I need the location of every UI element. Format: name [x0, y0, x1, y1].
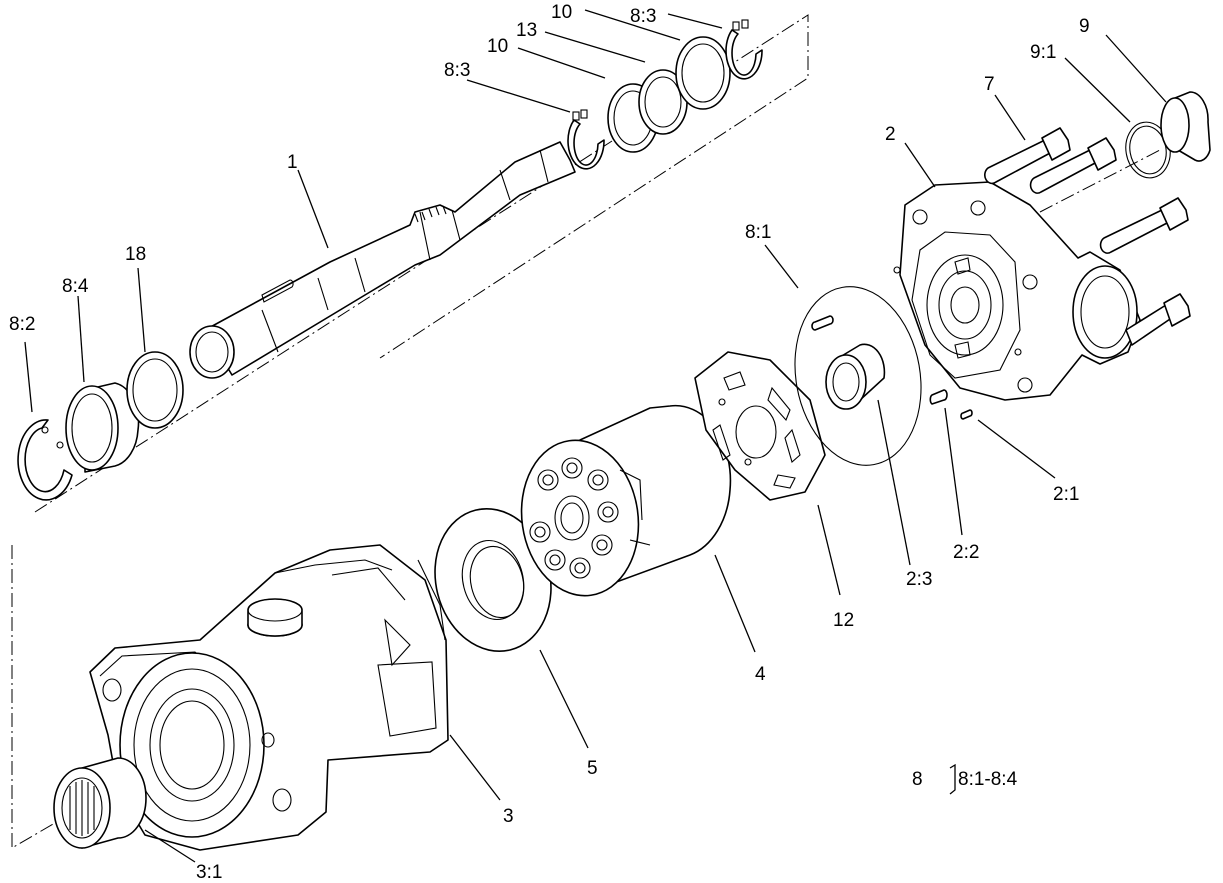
callout-8-3-outer: 8:3: [630, 6, 656, 27]
callout-8-4: 8:4: [62, 276, 89, 297]
callout-2-1: 2:1: [1053, 484, 1079, 505]
valve-plate-12: [694, 351, 826, 501]
callout-2-3: 2:3: [906, 569, 932, 590]
callout-9: 9: [1079, 16, 1090, 37]
callout-3: 3: [503, 806, 514, 827]
callout-1: 1: [287, 152, 298, 173]
motor-housing: [89, 544, 449, 851]
callout-12: 12: [833, 610, 854, 631]
callout-8-3-inner: 8:3: [444, 60, 470, 81]
o-ring-8-1: [794, 286, 922, 466]
callout-9-1: 9:1: [1030, 42, 1056, 63]
callout-18: 18: [125, 244, 146, 265]
kit-note: 8 8:1-8:4: [912, 769, 1018, 790]
callout-8-2: 8:2: [9, 314, 35, 335]
callout-2: 2: [885, 124, 896, 145]
callout-13: 13: [516, 20, 537, 41]
retaining-ring-8-3-outer: [725, 19, 763, 80]
kit-number: 8: [912, 769, 923, 790]
callout-10-inner: 10: [487, 36, 508, 57]
dowel-pins: [811, 315, 973, 420]
washer-10-outer: [675, 36, 731, 110]
callout-labels: 1 2 2:1 2:2 2:3 3 3:1 4 5 7 8:1 8:2 8:3 …: [9, 2, 1090, 883]
retaining-ring-8-3-inner: [567, 109, 605, 170]
callout-10-outer: 10: [551, 2, 572, 23]
callout-4: 4: [755, 664, 766, 685]
kit-range: 8:1-8:4: [958, 769, 1018, 790]
callout-7: 7: [984, 74, 995, 95]
callout-2-2: 2:2: [953, 542, 979, 563]
shaft-seal-8-4: [65, 382, 140, 473]
drive-shaft-1: [189, 141, 576, 379]
needle-bearing-2-3: [825, 343, 886, 410]
needle-bearing-3-1: [53, 757, 147, 849]
leader-lines: [24, 9, 1167, 863]
end-cap-2: [893, 181, 1141, 401]
plug-9: [1160, 91, 1211, 162]
washer-18: [126, 351, 184, 429]
callout-8-1: 8:1: [745, 222, 771, 243]
retaining-ring-8-2: [17, 419, 73, 501]
callout-5: 5: [587, 758, 598, 779]
bolts-7: [984, 127, 1191, 346]
callout-3-1: 3:1: [196, 862, 222, 883]
assembly-centerlines: [11, 14, 1161, 849]
rotating-group-4: [520, 404, 732, 597]
spacer-13: [638, 69, 688, 135]
